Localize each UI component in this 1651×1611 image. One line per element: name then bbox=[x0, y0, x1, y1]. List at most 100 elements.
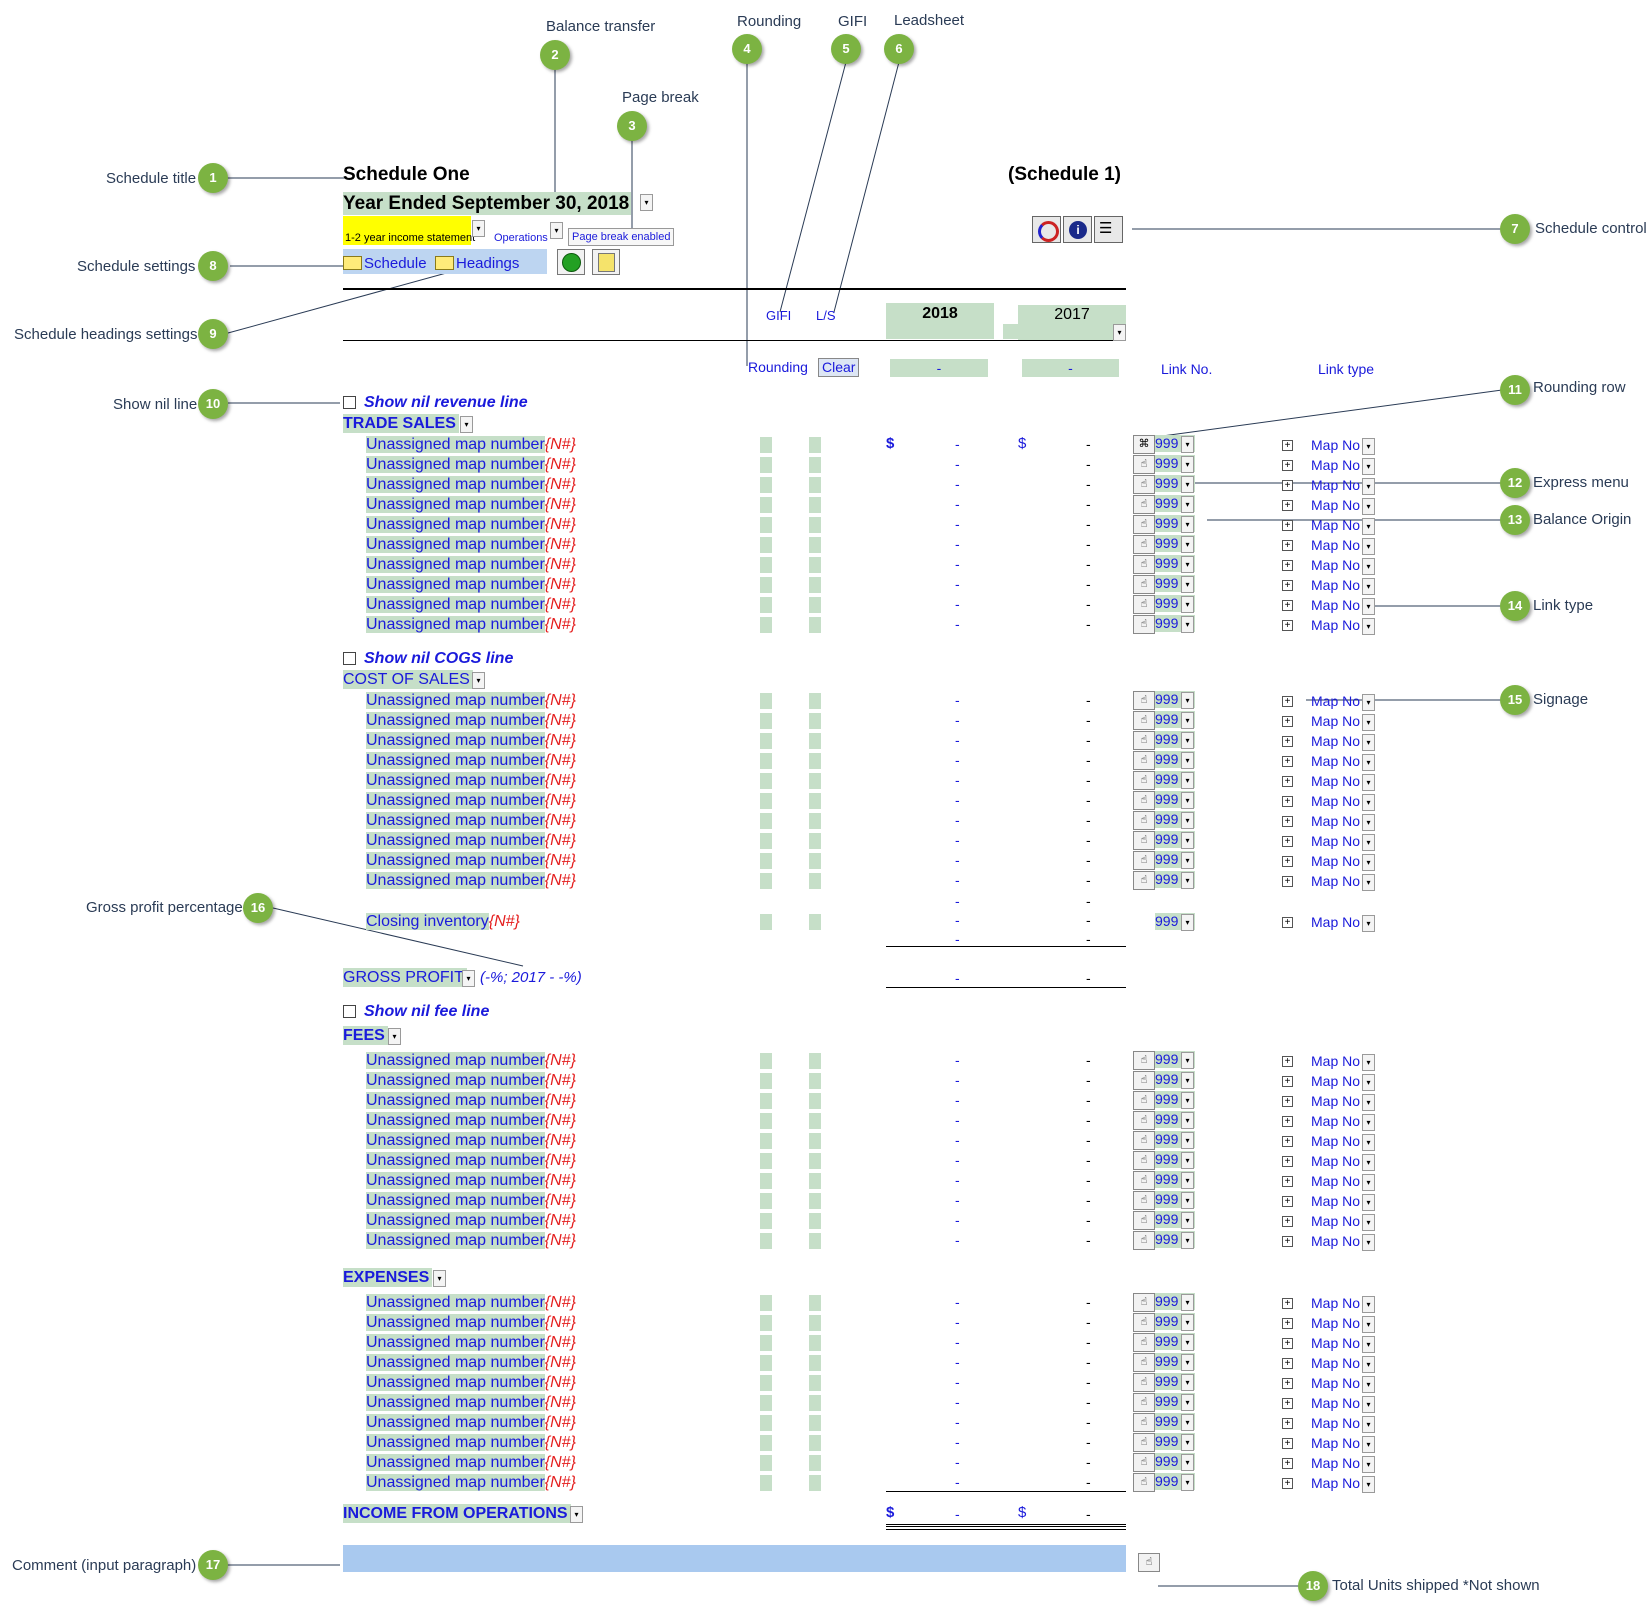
comment-input[interactable] bbox=[343, 1545, 1126, 1572]
unassigned-map-row[interactable]: Unassigned map number{N#} bbox=[366, 1211, 576, 1230]
gifi-cell[interactable] bbox=[760, 1133, 772, 1149]
gross-profit-heading[interactable]: GROSS PROFIT bbox=[343, 968, 467, 987]
gifi-cell[interactable] bbox=[760, 1475, 772, 1491]
express-menu-icon[interactable]: ☝ bbox=[1133, 1211, 1155, 1230]
unassigned-map-row[interactable]: Unassigned map number{N#} bbox=[366, 595, 576, 614]
statement-type-dropdown[interactable]: ▾ bbox=[472, 220, 485, 237]
signage-toggle[interactable]: + bbox=[1282, 1438, 1293, 1449]
signage-toggle[interactable]: + bbox=[1282, 620, 1293, 631]
leadsheet-cell[interactable] bbox=[809, 1415, 821, 1431]
refresh-button[interactable] bbox=[1032, 216, 1061, 243]
year-ended-dropdown[interactable]: ▾ bbox=[640, 194, 653, 211]
link-type-dropdown[interactable]: ▾ bbox=[1362, 1074, 1375, 1091]
unassigned-map-row[interactable]: Unassigned map number{N#} bbox=[366, 871, 576, 890]
link-number-dropdown[interactable]: ▾ bbox=[1181, 792, 1194, 809]
show-nil-cogs-checkbox[interactable] bbox=[343, 652, 356, 665]
express-menu-icon[interactable]: ☝ bbox=[1133, 1333, 1155, 1352]
gifi-cell[interactable] bbox=[760, 617, 772, 633]
signage-toggle[interactable]: + bbox=[1282, 1418, 1293, 1429]
link-number-dropdown[interactable]: ▾ bbox=[1181, 872, 1194, 889]
expenses-heading[interactable]: EXPENSES bbox=[343, 1268, 433, 1287]
gifi-cell[interactable] bbox=[760, 437, 772, 453]
unassigned-map-row[interactable]: Unassigned map number{N#} bbox=[366, 435, 576, 454]
unassigned-map-row[interactable]: Unassigned map number{N#} bbox=[366, 711, 576, 730]
link-type-dropdown[interactable]: ▾ bbox=[1362, 915, 1375, 932]
unassigned-map-row[interactable]: Unassigned map number{N#} bbox=[366, 791, 576, 810]
unassigned-map-row[interactable]: Unassigned map number{N#} bbox=[366, 1353, 576, 1372]
link-number-dropdown[interactable]: ▾ bbox=[1181, 1414, 1194, 1431]
link-type-dropdown[interactable]: ▾ bbox=[1362, 1296, 1375, 1313]
unassigned-map-row[interactable]: Unassigned map number{N#} bbox=[366, 831, 576, 850]
gifi-cell[interactable] bbox=[760, 1295, 772, 1311]
signage-toggle[interactable]: + bbox=[1282, 856, 1293, 867]
signage-toggle[interactable]: + bbox=[1282, 1156, 1293, 1167]
gifi-cell[interactable] bbox=[760, 773, 772, 789]
gifi-cell[interactable] bbox=[760, 1193, 772, 1209]
notes-button[interactable] bbox=[592, 249, 620, 275]
link-number-dropdown[interactable]: ▾ bbox=[1181, 752, 1194, 769]
schedule-title[interactable]: Schedule One bbox=[343, 164, 470, 185]
express-menu-icon[interactable]: ☝ bbox=[1133, 1313, 1155, 1332]
gifi-cell[interactable] bbox=[760, 517, 772, 533]
link-number-dropdown[interactable]: ▾ bbox=[1181, 1454, 1194, 1471]
signage-toggle[interactable]: + bbox=[1282, 460, 1293, 471]
gifi-cell[interactable] bbox=[760, 1455, 772, 1471]
unassigned-map-row[interactable]: Unassigned map number{N#} bbox=[366, 1091, 576, 1110]
express-menu-icon[interactable]: ☝ bbox=[1133, 535, 1155, 554]
express-menu-icon[interactable]: ☝ bbox=[1133, 1151, 1155, 1170]
link-type-dropdown[interactable]: ▾ bbox=[1362, 518, 1375, 535]
leadsheet-cell[interactable] bbox=[809, 457, 821, 473]
info-button[interactable]: i bbox=[1063, 216, 1092, 243]
leadsheet-cell[interactable] bbox=[809, 537, 821, 553]
signage-toggle[interactable]: + bbox=[1282, 1398, 1293, 1409]
signage-toggle[interactable]: + bbox=[1282, 440, 1293, 451]
clear-rounding-button[interactable]: Clear bbox=[818, 358, 860, 377]
unassigned-map-row[interactable]: Unassigned map number{N#} bbox=[366, 691, 576, 710]
signage-toggle[interactable]: + bbox=[1282, 600, 1293, 611]
link-type-dropdown[interactable]: ▾ bbox=[1362, 1396, 1375, 1413]
unassigned-map-row[interactable]: Unassigned map number{N#} bbox=[366, 615, 576, 634]
link-type-dropdown[interactable]: ▾ bbox=[1362, 478, 1375, 495]
gifi-cell[interactable] bbox=[760, 1335, 772, 1351]
link-type-dropdown[interactable]: ▾ bbox=[1362, 1376, 1375, 1393]
show-nil-revenue-checkbox[interactable] bbox=[343, 396, 356, 409]
unassigned-map-row[interactable]: Unassigned map number{N#} bbox=[366, 771, 576, 790]
signage-toggle[interactable]: + bbox=[1282, 716, 1293, 727]
link-number-dropdown[interactable]: ▾ bbox=[1181, 1172, 1194, 1189]
leadsheet-cell[interactable] bbox=[809, 1113, 821, 1129]
gifi-cell[interactable] bbox=[760, 1093, 772, 1109]
link-number-dropdown[interactable]: ▾ bbox=[1181, 516, 1194, 533]
link-type-dropdown[interactable]: ▾ bbox=[1362, 1456, 1375, 1473]
link-number-dropdown[interactable]: ▾ bbox=[1181, 556, 1194, 573]
link-number-dropdown[interactable]: ▾ bbox=[1181, 1314, 1194, 1331]
gifi-cell[interactable] bbox=[760, 1073, 772, 1089]
link-type-dropdown[interactable]: ▾ bbox=[1362, 598, 1375, 615]
link-type-dropdown[interactable]: ▾ bbox=[1362, 774, 1375, 791]
signage-toggle[interactable]: + bbox=[1282, 1176, 1293, 1187]
express-menu-icon[interactable]: ☝ bbox=[1133, 475, 1155, 494]
express-menu-icon[interactable]: ☝ bbox=[1133, 1131, 1155, 1150]
unassigned-map-row[interactable]: Unassigned map number{N#} bbox=[366, 851, 576, 870]
leadsheet-cell[interactable] bbox=[809, 517, 821, 533]
leadsheet-cell[interactable] bbox=[809, 733, 821, 749]
link-number-dropdown[interactable]: ▾ bbox=[1181, 596, 1194, 613]
gifi-cell[interactable] bbox=[760, 457, 772, 473]
express-menu-icon[interactable]: ☝ bbox=[1133, 1091, 1155, 1110]
signage-toggle[interactable]: + bbox=[1282, 1478, 1293, 1489]
link-number-dropdown[interactable]: ▾ bbox=[1181, 1394, 1194, 1411]
trade-sales-heading[interactable]: TRADE SALES bbox=[343, 414, 459, 433]
gifi-cell[interactable] bbox=[760, 557, 772, 573]
gifi-cell[interactable] bbox=[760, 1415, 772, 1431]
express-menu-icon[interactable]: ☝ bbox=[1133, 555, 1155, 574]
leadsheet-cell[interactable] bbox=[809, 813, 821, 829]
leadsheet-cell[interactable] bbox=[809, 1213, 821, 1229]
express-menu-icon[interactable]: ☝ bbox=[1133, 1433, 1155, 1452]
unassigned-map-row[interactable]: Unassigned map number{N#} bbox=[366, 1071, 576, 1090]
express-menu-icon[interactable]: ☝ bbox=[1133, 515, 1155, 534]
gifi-cell[interactable] bbox=[760, 597, 772, 613]
signage-toggle[interactable]: + bbox=[1282, 1318, 1293, 1329]
unassigned-map-row[interactable]: Unassigned map number{N#} bbox=[366, 495, 576, 514]
express-menu-icon[interactable]: ☝ bbox=[1133, 711, 1155, 730]
unassigned-map-row[interactable]: Unassigned map number{N#} bbox=[366, 1373, 576, 1392]
express-menu-icon[interactable]: ☝ bbox=[1133, 1353, 1155, 1372]
